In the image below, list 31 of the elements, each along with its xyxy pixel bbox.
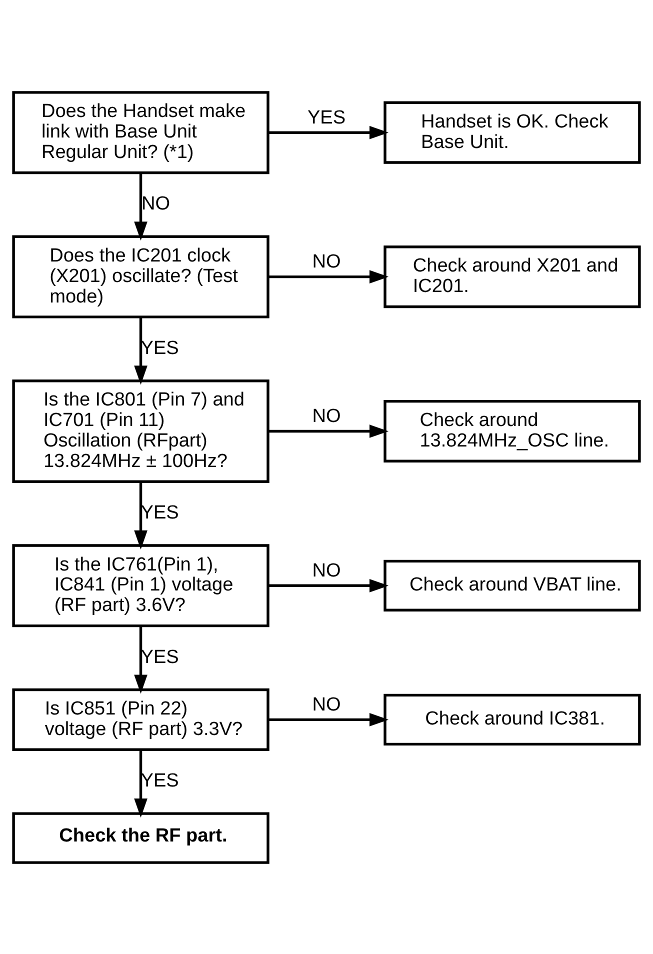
- edge-label: NO: [312, 694, 341, 715]
- edge-label: YES: [140, 646, 179, 668]
- edge-label: NO: [141, 193, 170, 214]
- edge-label: YES: [307, 106, 346, 128]
- arrow: [134, 626, 148, 694]
- node-box: Handset is OK. Check Base Unit.: [384, 100, 641, 164]
- edge-label: YES: [140, 770, 179, 792]
- node-box: Check around X201 and IC201.: [384, 245, 641, 308]
- node-box: Is the IC761(Pin 1), IC841 (Pin 1) voltage (RF part) 3.6V?: [12, 544, 270, 627]
- node-box: Is IC851 (Pin 22) voltage (RF part) 3.3V?: [12, 688, 270, 750]
- arrow: [268, 712, 389, 726]
- arrow: [268, 424, 389, 438]
- arrow: [268, 125, 389, 139]
- edge-label: YES: [140, 337, 179, 358]
- edge-label: NO: [312, 560, 341, 581]
- arrow: [268, 270, 389, 283]
- node-box: Check the RF part.: [12, 812, 270, 864]
- edge-label: NO: [312, 251, 341, 272]
- node-box: Check around IC381.: [384, 693, 641, 746]
- edge-label: YES: [140, 502, 179, 524]
- node-box: Is the IC801 (Pin 7) and IC701 (Pin 11) Oscillation (RFpart) 13.824MHz ± 100Hz?: [12, 379, 270, 482]
- node-box: Check around 13.824MHz_OSC line.: [384, 399, 641, 462]
- arrow: [268, 578, 389, 592]
- node-box: Check around VBAT line.: [384, 559, 641, 612]
- edge-label: NO: [312, 405, 341, 426]
- arrow: [134, 316, 148, 384]
- arrow: [134, 749, 148, 818]
- node-box: Does the IC201 clock (X201) oscillate? (Test mode): [12, 234, 270, 318]
- arrow: [134, 481, 148, 549]
- node-box: Does the Handset make link with Base Unit Regular Unit? (*1): [12, 90, 270, 174]
- arrow: [134, 172, 148, 240]
